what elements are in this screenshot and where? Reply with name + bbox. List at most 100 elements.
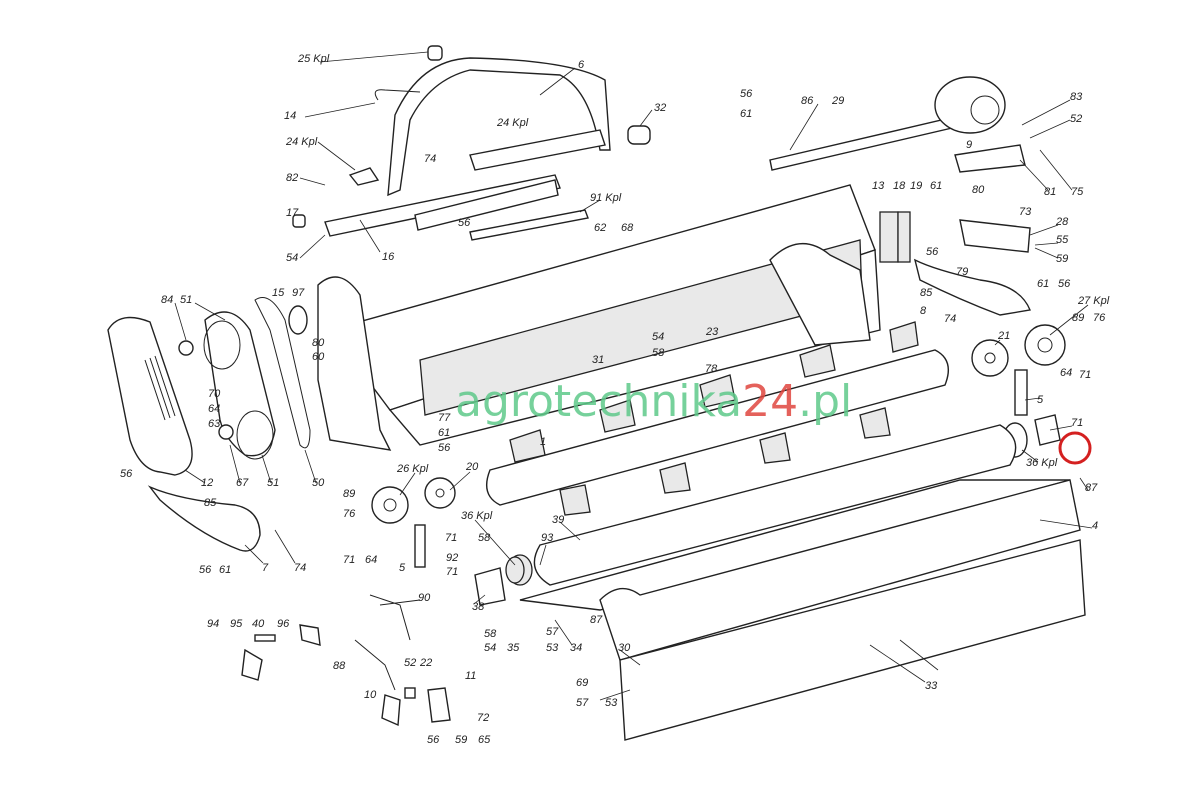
part-label: 84 <box>161 294 173 306</box>
part-label: 52 <box>1070 113 1082 125</box>
part-label: 24 Kpl <box>285 136 318 148</box>
watermark: agrotechnika24.pl <box>455 380 852 424</box>
part-label: 94 <box>207 618 219 630</box>
part-label: 17 <box>286 207 299 219</box>
part-label: 32 <box>654 102 666 114</box>
hitch-frame <box>292 45 651 241</box>
highlight-circle <box>1058 431 1092 465</box>
part-label: 96 <box>277 618 290 630</box>
part-label: 87 <box>590 614 603 626</box>
part-label: 61 <box>1037 278 1049 290</box>
part-label: 13 <box>872 180 885 192</box>
rear-cover <box>519 479 1086 741</box>
watermark-text: agrotechnika <box>455 376 743 427</box>
part-label: 9 <box>966 139 972 151</box>
part-label: 61 <box>930 180 942 192</box>
part-label: 24 Kpl <box>496 117 529 129</box>
part-label: 58 <box>652 347 665 359</box>
part-label: 87 <box>1085 482 1098 494</box>
part-label: 12 <box>201 477 213 489</box>
rotor <box>486 321 949 516</box>
part-label: 53 <box>605 697 618 709</box>
part-label: 21 <box>997 330 1010 342</box>
part-label: 16 <box>382 251 395 263</box>
part-label: 74 <box>424 153 436 165</box>
part-label: 55 <box>1056 234 1069 246</box>
part-label: 5 <box>1037 394 1044 406</box>
part-label: 67 <box>236 477 249 489</box>
part-label: 6 <box>578 59 585 71</box>
part-label: 71 <box>1071 417 1083 429</box>
part-label: 61 <box>438 427 450 439</box>
part-label: 93 <box>541 532 554 544</box>
part-label: 79 <box>956 266 968 278</box>
part-label: 50 <box>312 477 325 489</box>
part-label: 40 <box>252 618 265 630</box>
part-label: 80 <box>312 337 325 349</box>
part-label: 8 <box>920 305 927 317</box>
part-label: 89 <box>1072 312 1084 324</box>
part-label: 4 <box>1092 520 1098 532</box>
part-label: 39 <box>552 514 564 526</box>
part-label: 28 <box>1055 216 1069 228</box>
part-label: 91 Kpl <box>590 192 622 204</box>
part-label: 38 <box>472 601 485 613</box>
part-label: 56 <box>438 442 451 454</box>
part-label: 64 <box>208 403 220 415</box>
part-label: 65 <box>478 734 491 746</box>
part-label: 97 <box>292 287 305 299</box>
part-label: 36 Kpl <box>461 510 493 522</box>
part-label: 15 <box>272 287 285 299</box>
part-label: 1 <box>540 436 546 448</box>
vent-slots <box>144 355 176 421</box>
part-label: 23 <box>705 326 719 338</box>
part-label: 78 <box>705 363 718 375</box>
part-label: 19 <box>910 180 922 192</box>
part-label: 89 <box>343 488 355 500</box>
part-label: 71 <box>445 532 457 544</box>
watermark-domain: .pl <box>798 376 853 427</box>
rotor-housing <box>317 184 881 451</box>
side-parts <box>147 477 525 727</box>
part-label: 5 <box>399 562 406 574</box>
part-label: 86 <box>801 95 814 107</box>
part-label: 34 <box>570 642 582 654</box>
part-label: 92 <box>446 552 458 564</box>
part-label: 59 <box>1056 253 1068 265</box>
part-label: 63 <box>208 418 221 430</box>
part-label: 57 <box>576 697 589 709</box>
part-label: 64 <box>1060 367 1072 379</box>
part-label: 51 <box>267 477 279 489</box>
gearbox <box>769 76 1066 458</box>
part-label: 53 <box>546 642 559 654</box>
part-label: 31 <box>592 354 604 366</box>
part-label: 82 <box>286 172 298 184</box>
part-label: 20 <box>465 461 479 473</box>
part-label: 26 Kpl <box>396 463 429 475</box>
part-label: 56 <box>740 88 753 100</box>
part-label: 71 <box>343 554 355 566</box>
part-label: 72 <box>477 712 489 724</box>
part-label: 35 <box>507 642 520 654</box>
part-label: 27 Kpl <box>1077 295 1110 307</box>
part-label: 59 <box>455 734 467 746</box>
part-label: 33 <box>925 680 938 692</box>
part-label: 56 <box>199 564 212 576</box>
part-label: 10 <box>364 689 377 701</box>
part-label: 77 <box>438 412 451 424</box>
part-label: 61 <box>740 108 752 120</box>
part-label: 88 <box>333 660 346 672</box>
leader-lines <box>174 51 1093 701</box>
part-label: 64 <box>365 554 377 566</box>
part-label: 69 <box>576 677 588 689</box>
part-label: 29 <box>831 95 844 107</box>
watermark-number: 24 <box>742 376 799 427</box>
part-label: 70 <box>208 388 221 400</box>
part-label: 57 <box>546 626 559 638</box>
part-label: 11 <box>465 670 476 682</box>
part-label: 52 <box>404 657 416 669</box>
part-label: 56 <box>926 246 939 258</box>
